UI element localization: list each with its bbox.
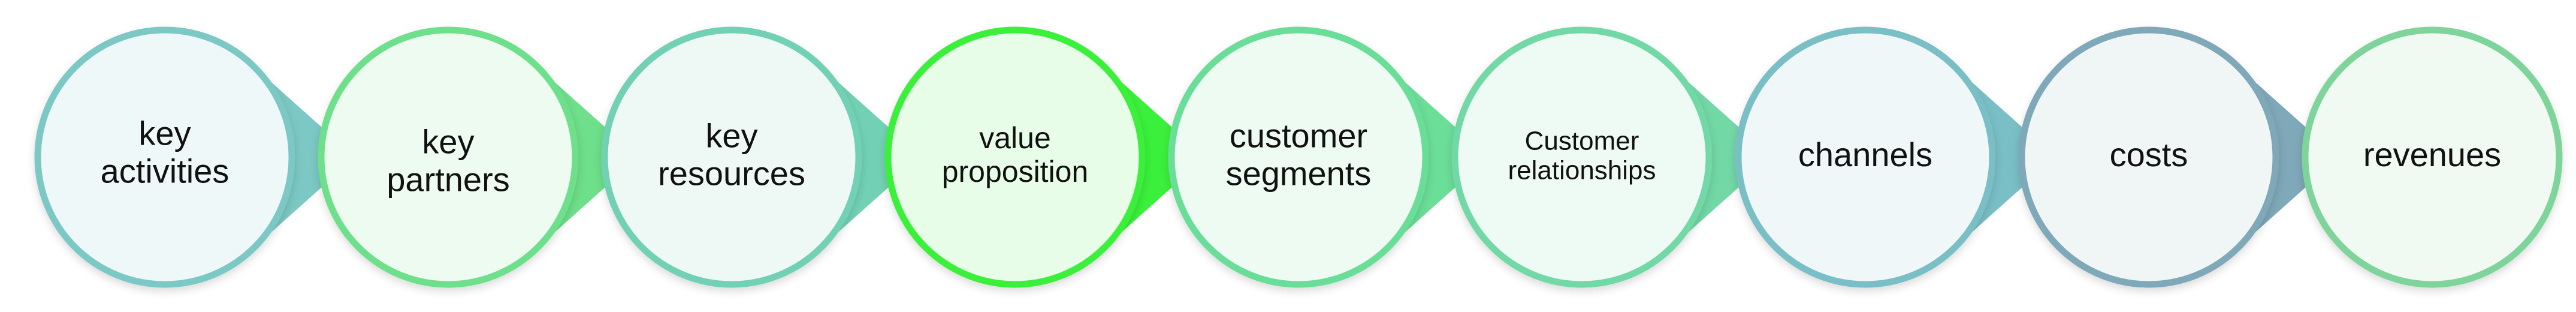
label-line: proposition	[942, 155, 1089, 188]
label-line: key	[138, 114, 191, 152]
circle-key-resources	[601, 26, 862, 288]
circle-customer-segments	[1168, 26, 1429, 288]
circle-costs	[2018, 26, 2279, 288]
circle-customer-relationships	[1451, 26, 1713, 288]
label-line: channels	[1798, 136, 1932, 173]
label-line: resources	[658, 154, 805, 192]
label-line: costs	[2110, 136, 2188, 173]
label-line: segments	[1226, 154, 1372, 192]
label-line: revenues	[2363, 136, 2501, 173]
label-line: value	[979, 121, 1051, 155]
circle-revenues	[2302, 26, 2563, 288]
circle-value-proposition	[884, 26, 1146, 288]
label-line: activities	[101, 152, 229, 190]
circle-key-partners	[318, 26, 579, 288]
label-line: key	[705, 116, 757, 154]
label-line: customer	[1230, 116, 1367, 154]
label-line: Customer	[1525, 126, 1639, 155]
step-costs: costs	[2018, 26, 2339, 288]
circle-key-activities	[34, 26, 295, 288]
label-costs: costs	[2110, 136, 2188, 173]
step-channels: channels	[1735, 26, 2056, 288]
step-revenues: revenues	[2302, 26, 2563, 288]
label-channels: channels	[1798, 136, 1932, 173]
label-line: relationships	[1508, 155, 1656, 185]
label-line: key	[422, 122, 474, 160]
circle-channels	[1735, 26, 1996, 288]
label-revenues: revenues	[2363, 136, 2501, 173]
label-line: partners	[386, 160, 509, 198]
